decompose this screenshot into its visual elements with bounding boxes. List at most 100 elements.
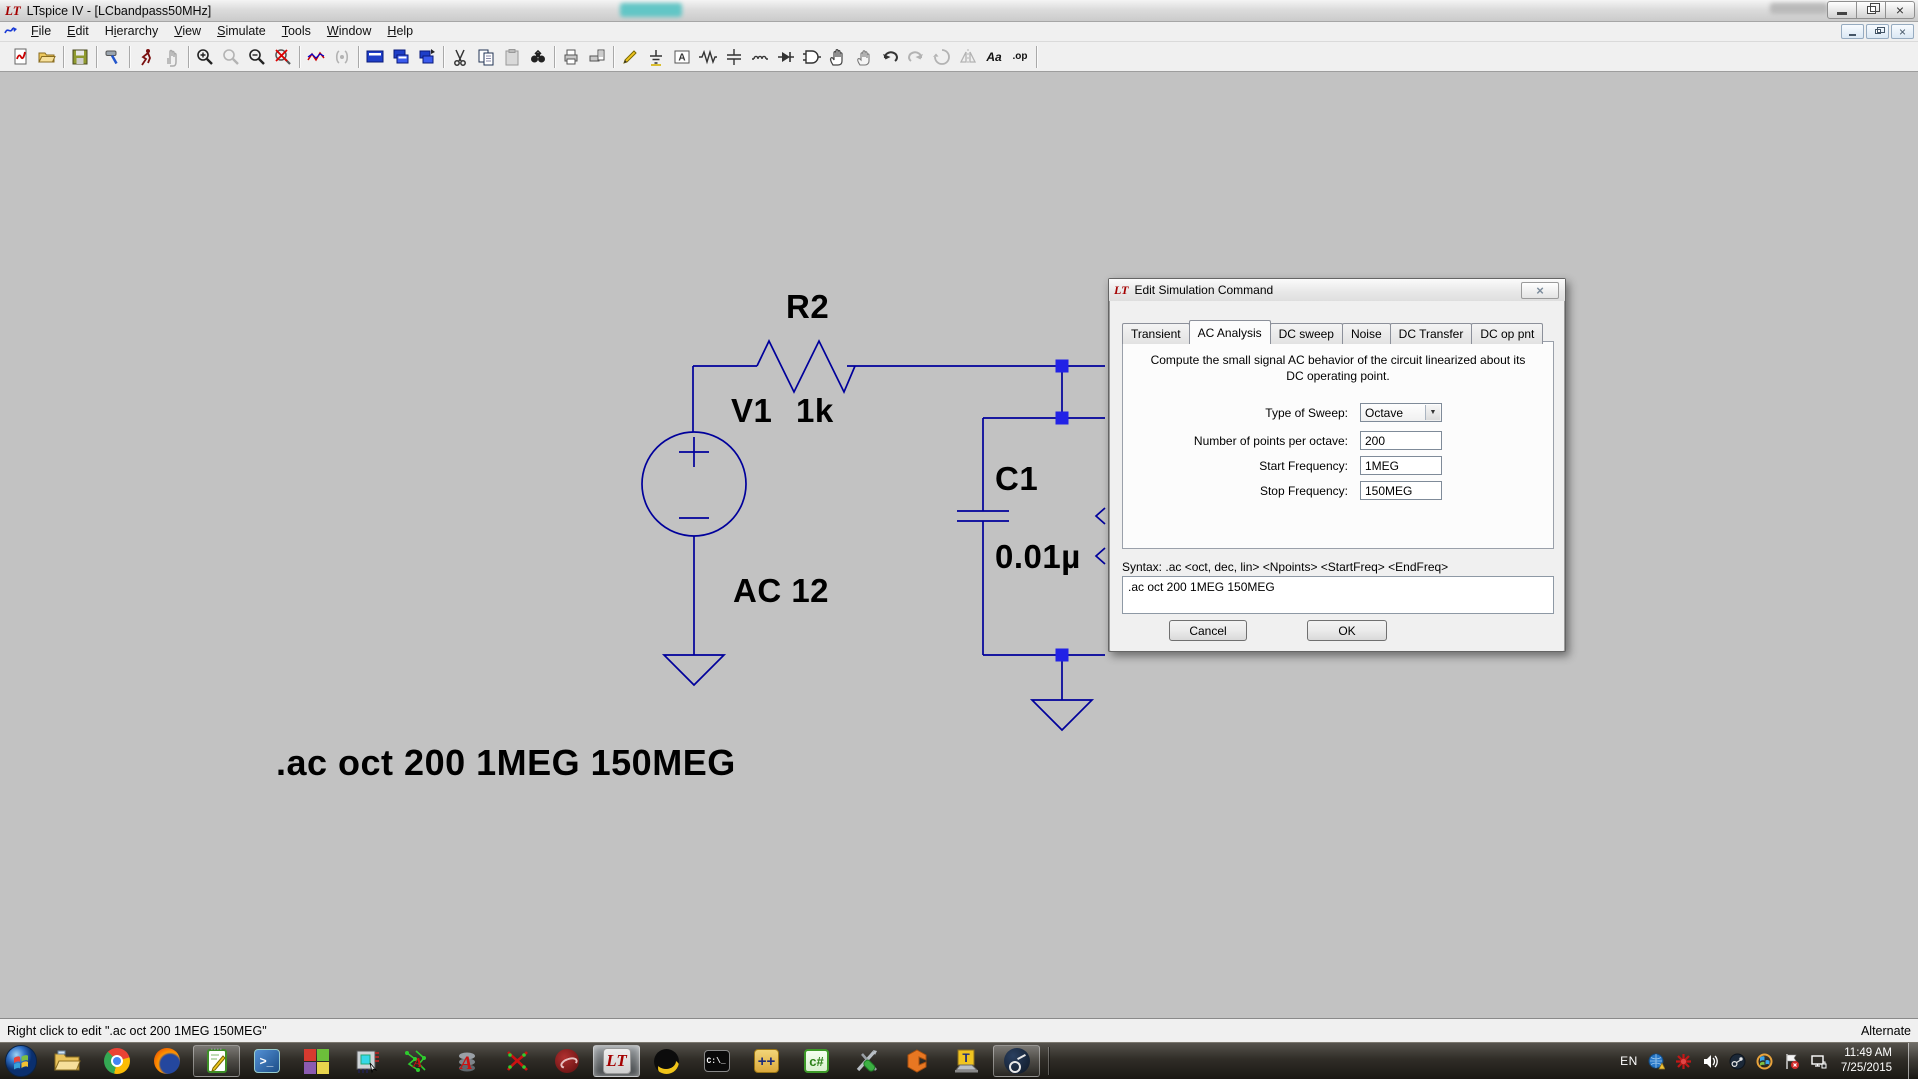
place-component-button[interactable] [799,44,825,69]
taskbar-notepad-plus-plus[interactable] [193,1045,240,1077]
action-center-flag-tray-icon[interactable] [1783,1053,1800,1070]
start-frequency-input[interactable]: 1MEG [1360,456,1442,475]
cascade-windows-alt-button[interactable] [414,44,440,69]
menu-file[interactable]: File [31,24,52,38]
place-diode-button[interactable] [773,44,799,69]
c1-label[interactable]: C1 [995,460,1039,497]
spice-directive-button[interactable]: .op [1007,44,1033,69]
new-schematic-button[interactable] [8,44,34,69]
dialog-close-button[interactable]: × [1521,282,1559,299]
menu-view[interactable]: View [174,24,202,38]
speaker-tray-icon[interactable] [1702,1053,1719,1070]
v1-label[interactable]: V1 [731,392,773,429]
points-per-octave-input[interactable]: 200 [1360,431,1442,450]
taskbar-chrome[interactable] [93,1045,140,1077]
menu-tools[interactable]: Tools [281,24,311,38]
tab-transient[interactable]: Transient [1122,323,1190,344]
tab-noise[interactable]: Noise [1341,323,1391,344]
taskbar-dark-red-swirl-app[interactable] [543,1045,590,1077]
globe-warning-tray-icon[interactable] [1648,1053,1665,1070]
taskbar-colored-squares-app[interactable] [293,1045,340,1077]
find-button[interactable] [525,44,551,69]
restore-button[interactable] [1856,1,1886,19]
tab-ac-analysis[interactable]: AC Analysis [1188,320,1271,344]
tab-dc-op-pnt[interactable]: DC op pnt [1471,323,1544,344]
place-capacitor-button[interactable] [721,44,747,69]
type-of-sweep-select[interactable]: Octave ▼ [1360,403,1442,422]
dialog-titlebar[interactable]: LT Edit Simulation Command [1109,279,1565,301]
schematic-canvas[interactable] [0,72,1918,1018]
v1-value-label[interactable]: AC 12 [733,572,830,609]
taskbar-red-green-x-app[interactable] [493,1045,540,1077]
place-inductor-button[interactable] [747,44,773,69]
print-button[interactable] [558,44,584,69]
taskbar-red-a-app[interactable]: A [443,1045,490,1077]
taskbar-orange-shape-app[interactable] [893,1045,940,1077]
tile-windows-button[interactable] [362,44,388,69]
zoom-out-button[interactable] [244,44,270,69]
halt-button[interactable] [159,44,185,69]
ok-button[interactable]: OK [1307,620,1387,641]
spice-directive-text[interactable]: .ac oct 200 1MEG 150MEG [276,742,736,783]
undo-button[interactable] [877,44,903,69]
r2-label[interactable]: R2 [786,288,830,325]
rotate-button[interactable] [929,44,955,69]
taskbar-green-network-app[interactable]: A [393,1045,440,1077]
drag-button[interactable] [851,44,877,69]
taskbar-laptop-t-app[interactable]: T [943,1045,990,1077]
c1-value-label[interactable]: 0.01µ [995,538,1081,575]
zoom-in-button[interactable] [192,44,218,69]
cancel-button[interactable]: Cancel [1169,620,1247,641]
autorange-waveform-button[interactable] [303,44,329,69]
red-splat-tray-icon[interactable] [1675,1053,1692,1070]
taskbar-firefox[interactable] [143,1045,190,1077]
taskbar-ltspice[interactable]: LT [593,1045,640,1077]
taskbar-circuit-chip-app[interactable] [343,1045,390,1077]
menu-help[interactable]: Help [387,24,414,38]
redo-button[interactable] [903,44,929,69]
tab-dc-sweep[interactable]: DC sweep [1269,323,1343,344]
taskbar-powershell[interactable]: >_ [243,1045,290,1077]
menu-window[interactable]: Window [326,24,372,38]
draw-wire-button[interactable] [617,44,643,69]
place-resistor-button[interactable] [695,44,721,69]
minimize-button[interactable] [1827,1,1857,19]
command-textbox[interactable]: .ac oct 200 1MEG 150MEG [1122,576,1554,614]
pan-button[interactable] [329,44,355,69]
print-preview-button[interactable] [584,44,610,69]
place-text-button[interactable]: Aa [981,44,1007,69]
mdi-restore-button[interactable] [1866,24,1889,39]
tab-dc-transfer[interactable]: DC Transfer [1389,323,1473,344]
menu-simulate[interactable]: Simulate [217,24,266,38]
menu-edit[interactable]: Edit [67,24,89,38]
start-button[interactable] [3,1043,39,1079]
mirror-button[interactable] [955,44,981,69]
move-button[interactable] [825,44,851,69]
paste-button[interactable] [499,44,525,69]
taskbar-cpp-app[interactable]: ++ [743,1045,790,1077]
language-indicator[interactable]: EN [1620,1054,1638,1068]
taskbar-clock[interactable]: 11:49 AM 7/25/2015 [1841,1046,1892,1076]
r2-value-label[interactable]: 1k [796,392,834,429]
zoom-back-button[interactable] [218,44,244,69]
taskbar-command-prompt[interactable]: C:\_ [693,1045,740,1077]
windows-update-tray-icon[interactable] [1756,1053,1773,1070]
control-panel-button[interactable] [100,44,126,69]
taskbar-crescent-app[interactable] [643,1045,690,1077]
label-net-button[interactable]: A [669,44,695,69]
cut-button[interactable] [447,44,473,69]
zoom-full-extents-button[interactable] [270,44,296,69]
taskbar-steam[interactable] [993,1045,1040,1077]
taskbar-tools-app[interactable] [843,1045,890,1077]
close-button[interactable]: × [1885,1,1915,19]
show-desktop-button[interactable] [1908,1042,1918,1079]
copy-button[interactable] [473,44,499,69]
place-ground-button[interactable] [643,44,669,69]
cascade-windows-button[interactable] [388,44,414,69]
mdi-minimize-button[interactable] [1841,24,1864,39]
open-button[interactable] [34,44,60,69]
taskbar-csharp-app[interactable]: c# [793,1045,840,1077]
save-button[interactable] [67,44,93,69]
run-button[interactable] [133,44,159,69]
stop-frequency-input[interactable]: 150MEG [1360,481,1442,500]
